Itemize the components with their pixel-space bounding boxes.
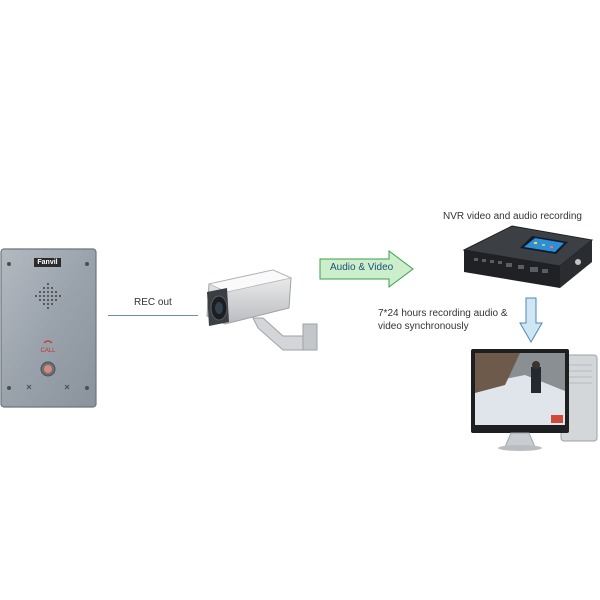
rec-out-label: REC out	[134, 297, 172, 308]
down-arrow	[519, 297, 543, 343]
rec-out-connector-line	[108, 315, 198, 316]
recording-description: 7*24 hours recording audio & video synch…	[378, 307, 528, 333]
brand-logo: Fanvil	[37, 259, 58, 266]
monitor-workstation	[465, 345, 600, 455]
call-label: CALL	[40, 348, 56, 354]
nvr-recorder	[460, 222, 595, 292]
door-intercom-panel	[0, 248, 97, 408]
security-camera	[203, 266, 323, 352]
nvr-title: NVR video and audio recording	[443, 211, 582, 222]
recording-line-2: video synchronously	[378, 321, 469, 332]
recording-line-1: 7*24 hours recording audio &	[378, 308, 508, 319]
audio-video-arrow	[319, 250, 415, 288]
audio-video-label: Audio & Video	[330, 262, 394, 273]
